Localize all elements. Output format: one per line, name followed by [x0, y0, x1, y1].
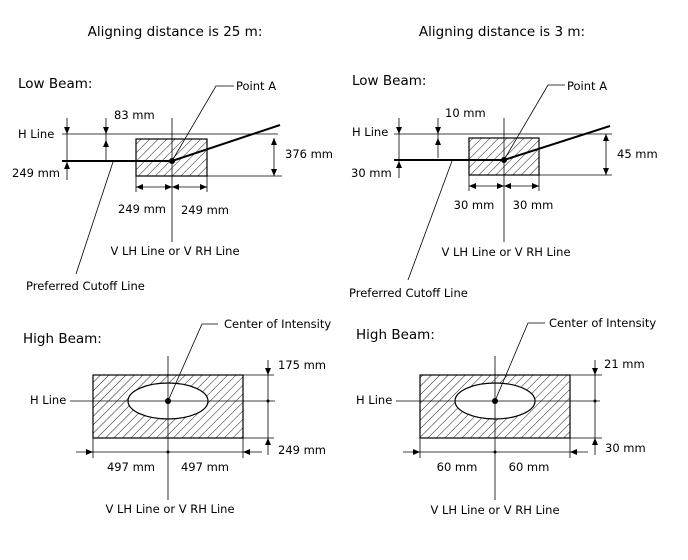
right-low-cutoff-leader — [407, 160, 453, 281]
right-low-dim-half-arrow-1 — [469, 183, 476, 189]
right-high-center-label: Center of Intensity — [549, 316, 656, 330]
left-low-cutoff-label: Preferred Cutoff Line — [26, 279, 145, 293]
left-low-dim-right-arrow-b — [271, 169, 277, 176]
right-high-dim-half-right-label: 60 mm — [509, 460, 550, 474]
right-high-h-line-label: H Line — [356, 393, 392, 407]
left-low-cutoff-leader — [75, 161, 114, 275]
left-high-center-label: Center of Intensity — [224, 317, 331, 331]
left-high-dim-half-left-label: 497 mm — [107, 460, 155, 474]
right-high-dim-bottom-arrow — [592, 438, 598, 445]
right-high-dim-arrow-right — [570, 449, 577, 455]
left-high-h-line-label: H Line — [30, 393, 66, 407]
right-high-v-line-label: V LH Line or V RH Line — [430, 503, 559, 517]
left-low-dim-half-right-label: 249 mm — [181, 203, 229, 217]
left-high-dim-arrow-left — [86, 449, 93, 455]
left-low-hatched-zone — [135, 138, 208, 177]
left-low-dim-half-arrow-3 — [172, 184, 179, 190]
right-low-dim-right-arrow-a — [603, 134, 609, 141]
left-high-beam-figure: High Beam: H Line Center of Intensity 17… — [23, 317, 331, 516]
left-low-beam-figure: Low Beam: H Line Point A 83 mm 249 mm 37… — [12, 76, 333, 293]
right-high-dim-arrow-left — [413, 449, 420, 455]
left-low-dim-half-arrow-2 — [165, 184, 172, 190]
right-high-beam-label: High Beam: — [356, 327, 435, 343]
right-low-dim-top-label: 10 mm — [445, 106, 486, 120]
left-low-dim-half-arrow-4 — [200, 184, 207, 190]
right-high-beam-figure: High Beam: H Line Center of Intensity 21… — [356, 316, 656, 517]
right-low-beam-figure: Low Beam: H Line Point A 10 mm 30 mm 45 … — [349, 73, 658, 300]
left-low-point-a-leader — [171, 85, 234, 162]
left-low-dim-left-arrow-b — [64, 162, 70, 169]
left-high-dim-center-dot — [166, 450, 170, 454]
right-low-cutoff-label: Preferred Cutoff Line — [349, 286, 468, 300]
right-high-dim-top-label: 21 mm — [604, 357, 645, 371]
left-low-point-a-label: Point A — [236, 79, 276, 93]
right-high-dim-center-dot — [493, 450, 497, 454]
right-high-dim-top-arrow — [592, 368, 598, 375]
left-high-dim-mid-dot — [266, 399, 270, 403]
left-low-dim-top-arrow-a — [103, 127, 109, 134]
right-low-dim-half-arrow-2 — [497, 183, 504, 189]
right-high-center-leader — [494, 322, 545, 402]
left-low-beam-label: Low Beam: — [18, 76, 92, 92]
left-high-beam-label: High Beam: — [23, 331, 102, 347]
left-title: Aligning distance is 25 m: — [88, 24, 263, 40]
right-low-v-line-label: V LH Line or V RH Line — [441, 245, 570, 259]
left-high-v-line-label: V LH Line or V RH Line — [105, 502, 234, 516]
left-low-dim-half-left-label: 249 mm — [118, 202, 166, 216]
left-low-dim-top-label: 83 mm — [114, 108, 155, 122]
left-low-dim-right-label: 376 mm — [285, 147, 333, 161]
left-high-dim-top-label: 175 mm — [278, 358, 326, 372]
left-high-dim-arrow-right — [243, 449, 250, 455]
left-high-dim-half-right-label: 497 mm — [181, 460, 229, 474]
right-low-dim-right-arrow-b — [603, 168, 609, 175]
right-low-dim-right-label: 45 mm — [617, 147, 658, 161]
right-low-dim-half-left-label: 30 mm — [454, 198, 495, 212]
left-low-v-line-label: V LH Line or V RH Line — [110, 244, 239, 258]
left-high-dim-top-arrow — [265, 368, 271, 375]
right-low-dim-half-arrow-3 — [504, 183, 511, 189]
right-low-dim-top-arrow-b — [435, 138, 441, 145]
left-high-dim-bottom-arrow — [265, 438, 271, 445]
right-high-dim-half-left-label: 60 mm — [437, 460, 478, 474]
left-low-dim-left-arrow-a — [64, 127, 70, 134]
right-low-point-a-label: Point A — [567, 79, 607, 93]
right-low-dim-half-arrow-4 — [532, 183, 539, 189]
right-low-dim-left-label: 30 mm — [351, 166, 392, 180]
right-low-dim-left-arrow-b — [396, 161, 402, 168]
right-title: Aligning distance is 3 m: — [419, 24, 585, 40]
right-low-dim-top-arrow-a — [435, 127, 441, 134]
right-low-dim-half-right-label: 30 mm — [513, 198, 554, 212]
left-low-dim-left-label: 249 mm — [12, 166, 60, 180]
right-low-point-a-leader — [503, 84, 565, 161]
left-high-center-leader — [167, 323, 218, 402]
left-low-dim-top-arrow-b — [103, 140, 109, 147]
right-high-dim-mid-dot — [593, 399, 597, 403]
left-low-dim-right-arrow-a — [271, 138, 277, 145]
right-high-dim-bottom-label: 30 mm — [605, 441, 646, 455]
left-low-h-line-label: H Line — [18, 127, 54, 141]
left-high-dim-bottom-label: 249 mm — [278, 443, 326, 457]
right-low-beam-label: Low Beam: — [352, 73, 426, 89]
right-low-h-line-label: H Line — [352, 125, 388, 139]
right-low-dim-left-arrow-a — [396, 127, 402, 134]
left-low-dim-half-arrow-1 — [136, 184, 143, 190]
